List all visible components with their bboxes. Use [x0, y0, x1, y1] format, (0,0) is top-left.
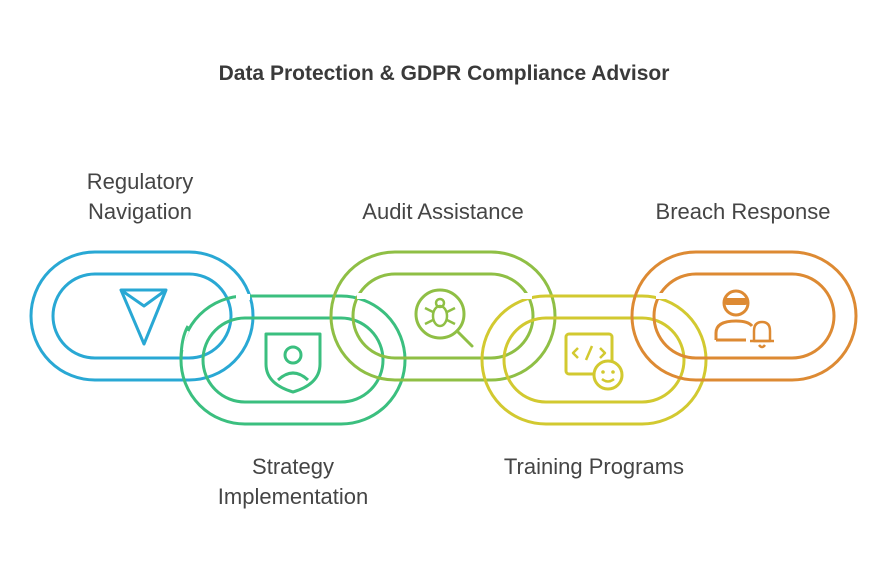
hacker-alert-icon: [714, 289, 774, 349]
code-training-icon: [564, 332, 624, 391]
bug-search-icon: [414, 288, 474, 348]
label-regulatory-navigation: Regulatory Navigation: [86, 169, 194, 224]
chain-link-training-programs: [480, 294, 708, 426]
label-training-programs: Training Programs: [503, 454, 685, 479]
chain-link-strategy-implementation: [179, 294, 407, 426]
label-breach-response: Breach Response: [655, 199, 831, 224]
chain-link-regulatory-navigation: [29, 250, 255, 382]
navigation-arrow-icon: [119, 288, 168, 346]
diagram-title: Data Protection & GDPR Compliance Adviso…: [218, 62, 670, 85]
chain-link-breach-response: [630, 250, 858, 382]
label-audit-assistance: Audit Assistance: [362, 199, 524, 224]
chain-link-audit-assistance: [329, 250, 557, 382]
user-shield-icon: [264, 332, 322, 394]
label-strategy-implementation: Strategy Implementation: [217, 454, 369, 509]
chain-overlaps: [177, 293, 682, 361]
